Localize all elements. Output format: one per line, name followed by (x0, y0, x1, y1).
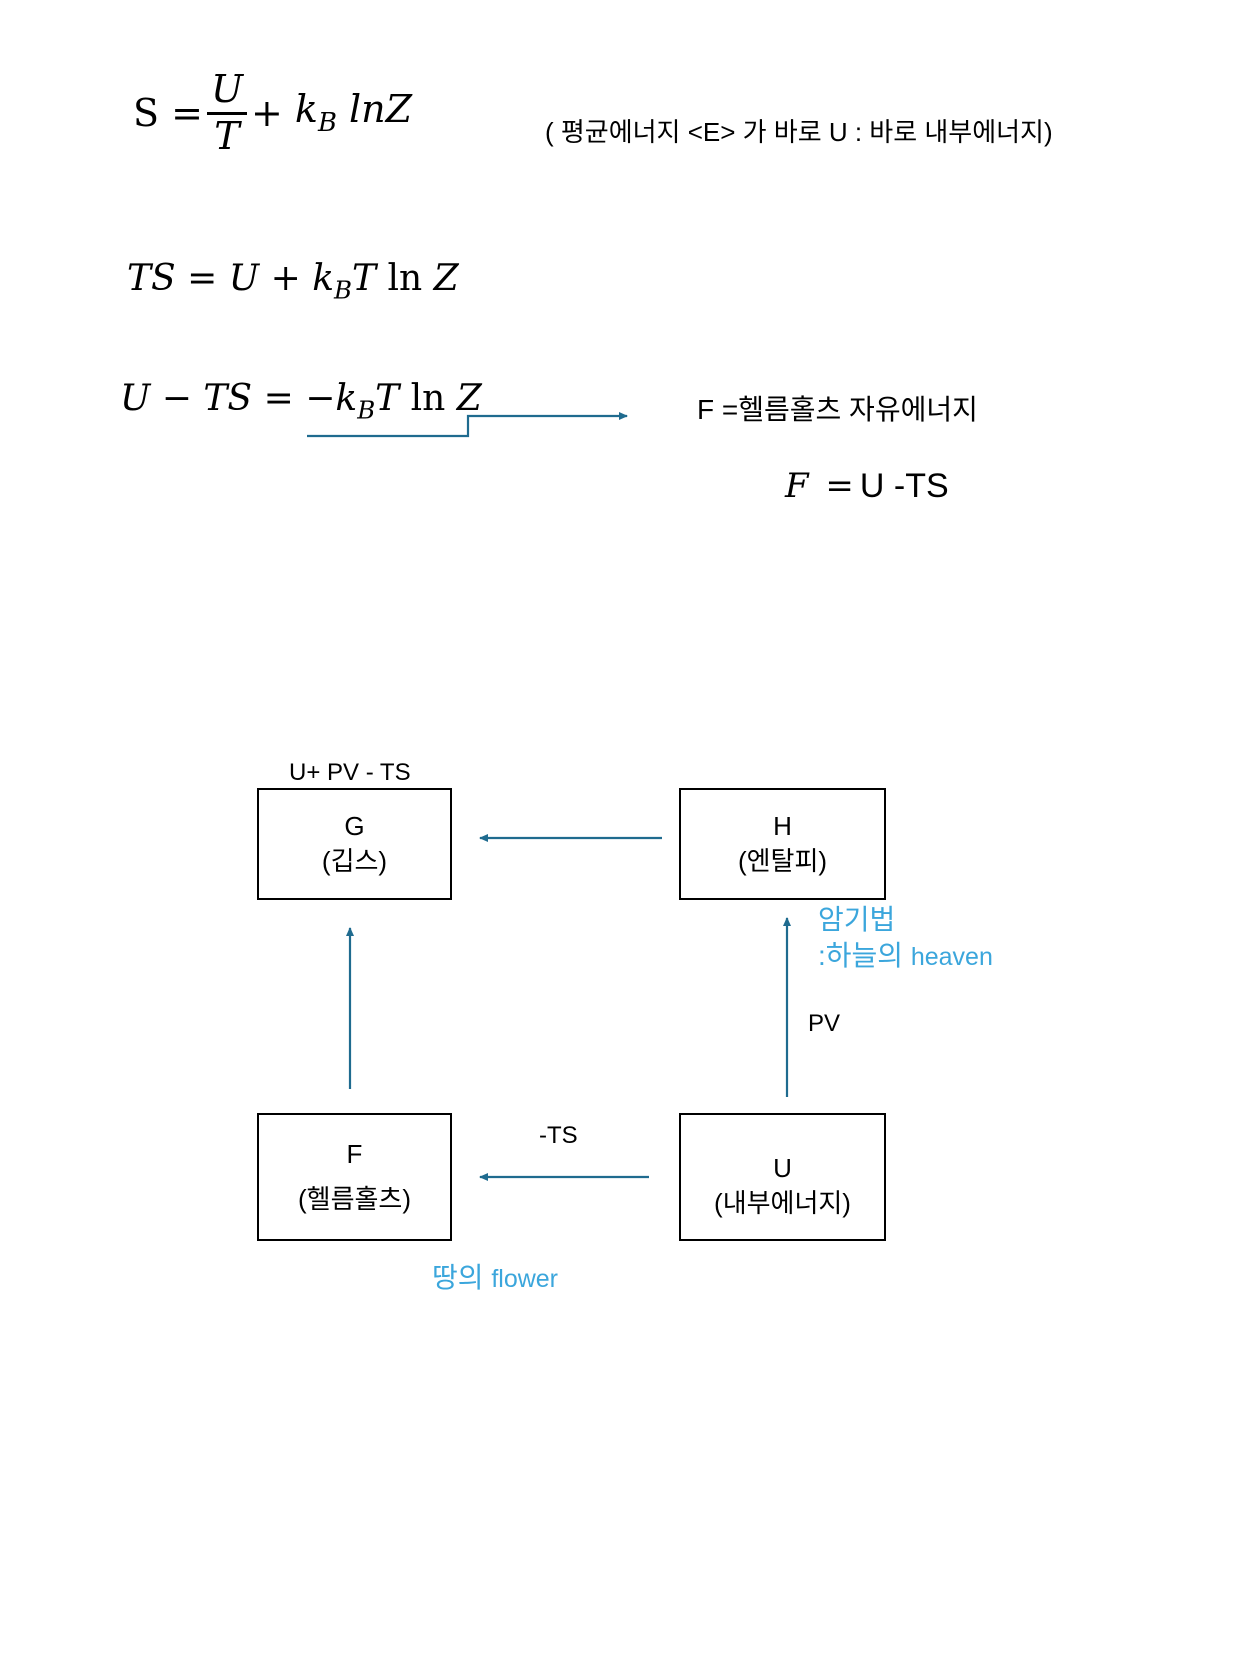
box-internal-energy: U (내부에너지) (679, 1113, 886, 1241)
elbow-connector-arrow (307, 412, 628, 438)
gibbs-formula-label: U+ PV - TS (289, 759, 411, 786)
earth-word: flower (491, 1265, 558, 1293)
helmholtz-definition: F =헬름홀츠 자유에너지 (697, 394, 978, 425)
heaven-word: heaven (910, 943, 993, 972)
k-subscript: B (334, 275, 352, 305)
internal-energy-name: (내부에너지) (714, 1188, 851, 1218)
ts-lhs: TS (127, 258, 176, 299)
plus-sign: + (270, 258, 301, 299)
ln-z-term: lnZ (349, 86, 413, 131)
entropy-note: ( 평균에너지 <E> 가 바로 U : 바로 내부에너지) (545, 117, 1053, 147)
mnemonic-heaven: 암기법 :하늘의 heaven (818, 902, 993, 975)
internal-energy-symbol: U (773, 1152, 792, 1183)
ts-symbol: TS (203, 378, 253, 419)
fraction-numerator: U (206, 69, 247, 115)
mnemonic-heaven-line: :하늘의 heaven (818, 938, 993, 974)
mnemonic-title: 암기법 (818, 904, 896, 935)
u-symbol: U (228, 258, 260, 299)
helmholtz-equation: U − TS = −kBT ln Z (120, 378, 482, 425)
earth-prefix: 땅의 (432, 1262, 484, 1293)
u-minus-ts: U -TS (859, 467, 949, 505)
t-symbol: T (375, 378, 400, 419)
minus-ts-label: -TS (539, 1122, 578, 1149)
box-gibbs: G (깁스) (257, 788, 452, 900)
equals-sign: = (825, 466, 854, 506)
entropy-lhs: S = (133, 91, 203, 136)
z-symbol: Z (456, 378, 482, 419)
k-symbol: k (294, 86, 318, 131)
equals-sign: = (263, 378, 294, 419)
k-symbol: k (312, 258, 335, 299)
k-symbol: k (335, 378, 358, 419)
gibbs-name: (깁스) (321, 846, 388, 876)
u-symbol: U (120, 378, 151, 419)
z-symbol: Z (433, 258, 459, 299)
minus-sign: − (161, 378, 192, 419)
f-symbol: F (785, 466, 809, 506)
gibbs-symbol: G (344, 810, 365, 841)
helmholtz-formula: F =U -TS (785, 466, 949, 506)
helmholtz-name: (헬름홀츠) (298, 1184, 411, 1214)
mnemonic-earth: 땅의 flower (432, 1260, 558, 1296)
ln-operator: ln (387, 258, 423, 299)
k-subscript: B (357, 395, 376, 425)
boltzmann-term: kB lnZ (295, 90, 412, 137)
k-subscript: B (317, 107, 337, 138)
helmholtz-symbol: F (346, 1138, 363, 1169)
plus-sign: + (250, 91, 283, 136)
box-helmholtz: F (헬름홀츠) (257, 1113, 452, 1241)
fraction-denominator: T (214, 113, 240, 158)
ln-operator: ln (410, 378, 446, 419)
pv-label: PV (808, 1010, 841, 1037)
enthalpy-symbol: H (773, 810, 792, 841)
equals-sign: = (187, 258, 218, 299)
negative-sign: − (305, 378, 336, 419)
ts-equation: TS = U + kBT ln Z (127, 258, 459, 305)
box-enthalpy: H (엔탈피) (679, 788, 886, 900)
heaven-prefix: :하늘의 (818, 940, 904, 972)
t-symbol: T (352, 258, 377, 299)
enthalpy-name: (엔탈피) (737, 846, 828, 876)
